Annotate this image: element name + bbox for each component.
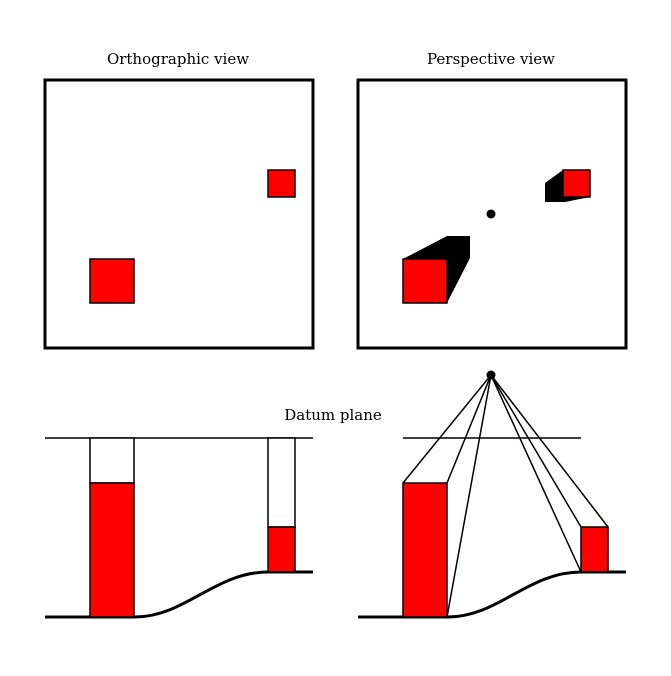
perspective-view-title: Perspective view bbox=[427, 50, 555, 68]
projection-rays bbox=[402, 374, 609, 618]
orthographic-view-title: Orthographic view bbox=[107, 50, 249, 68]
perspective-center-point bbox=[486, 209, 496, 219]
persp-tall-building-section bbox=[402, 482, 448, 618]
perspective-panel bbox=[356, 78, 628, 350]
ortho-tall-building-section bbox=[89, 482, 135, 618]
persp-terrain-line bbox=[358, 570, 626, 619]
persp-tall-building-roof bbox=[402, 258, 448, 304]
ray-tall-top-left bbox=[402, 374, 492, 484]
ray-short-top-right bbox=[490, 374, 609, 528]
persp-tall-building-side bbox=[403, 236, 470, 303]
ortho-tall-projection bbox=[89, 437, 135, 484]
ray-tall-top-right bbox=[446, 374, 492, 484]
ortho-short-building-roof bbox=[267, 169, 296, 198]
ray-short-top-left bbox=[490, 374, 582, 528]
orthographic-section bbox=[45, 437, 313, 619]
ray-short-base bbox=[490, 374, 582, 573]
orthographic-panel bbox=[43, 78, 315, 350]
persp-short-building-roof bbox=[562, 169, 591, 198]
persp-short-building-section bbox=[580, 526, 609, 573]
ray-tall-base bbox=[446, 374, 492, 618]
perspective-section bbox=[358, 370, 626, 619]
persp-short-building-side bbox=[545, 170, 590, 202]
ortho-terrain-line bbox=[45, 570, 313, 619]
orthographic-frame bbox=[43, 78, 315, 350]
ortho-tall-building-roof bbox=[89, 258, 135, 304]
ortho-short-building-section bbox=[267, 526, 296, 573]
perspective-viewpoint bbox=[486, 370, 496, 380]
datum-plane-label: Datum plane bbox=[284, 406, 382, 424]
ortho-short-projection bbox=[267, 437, 296, 528]
